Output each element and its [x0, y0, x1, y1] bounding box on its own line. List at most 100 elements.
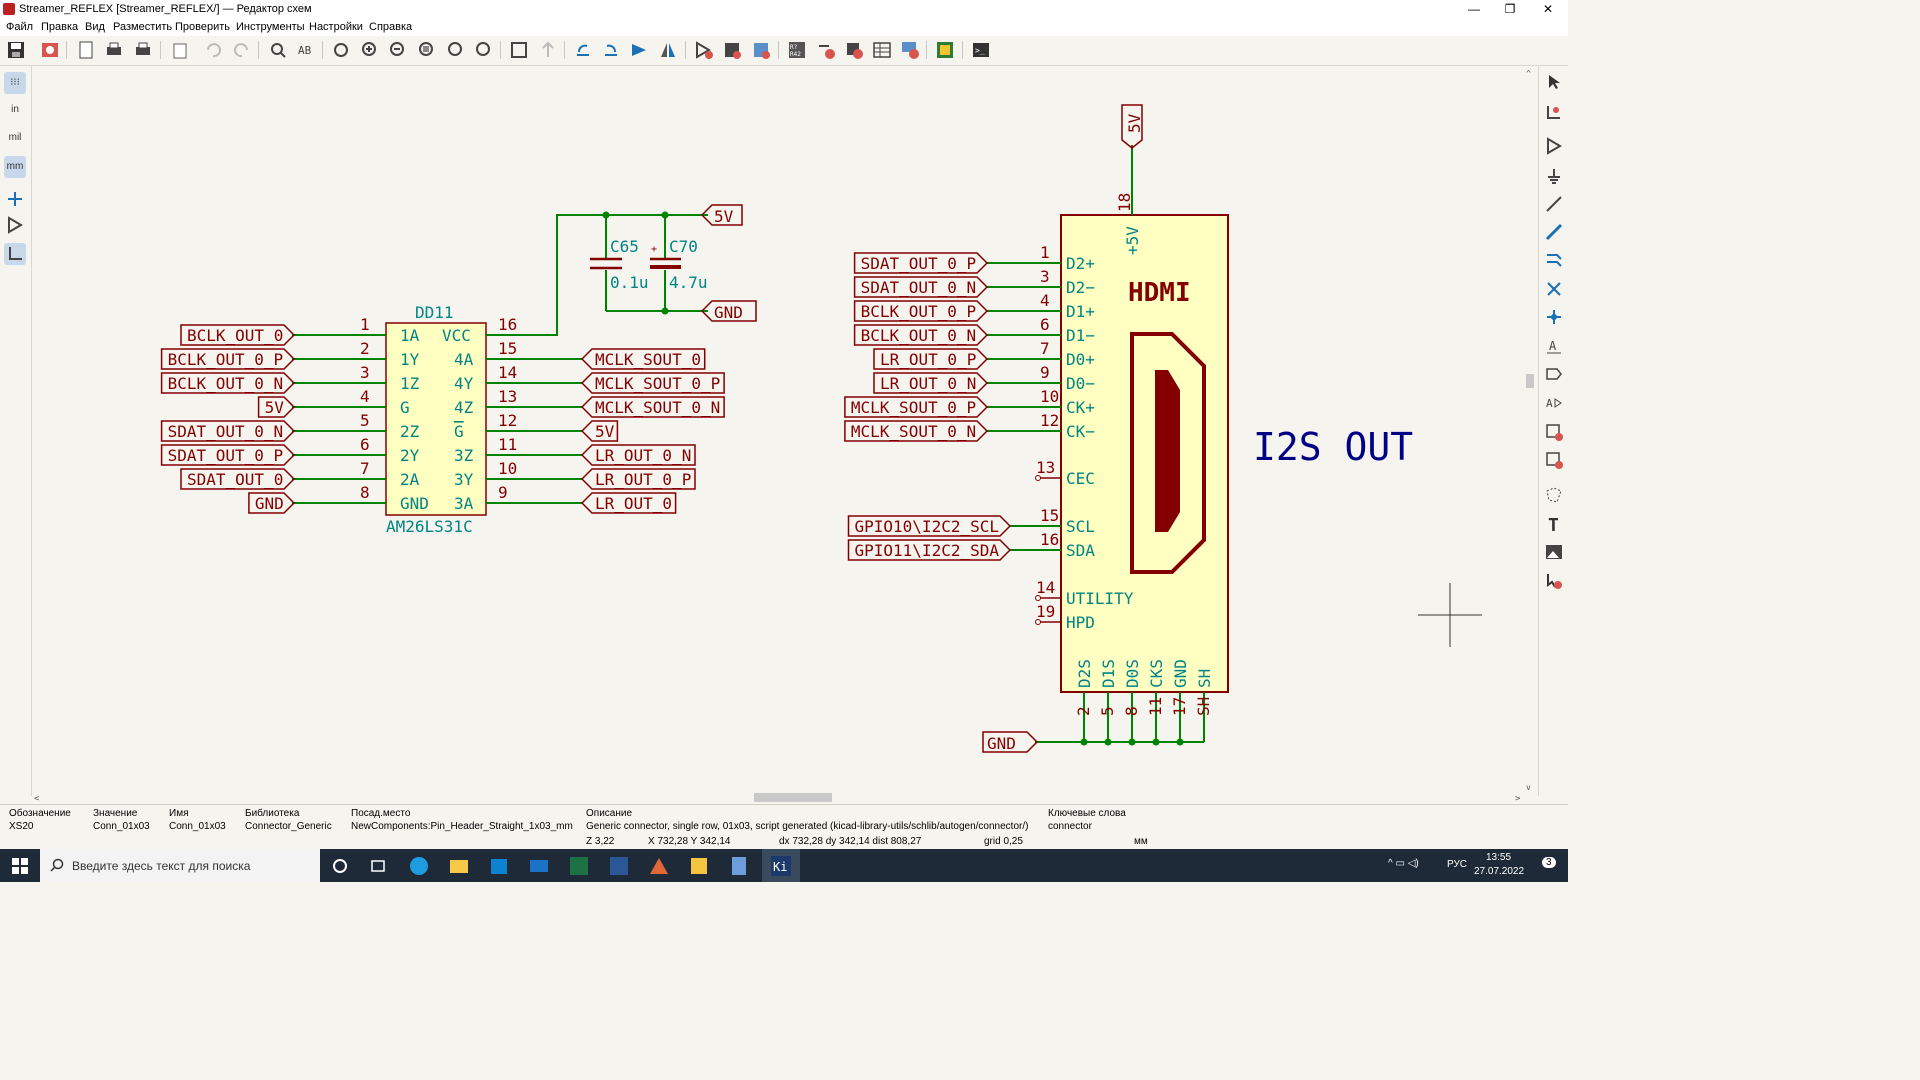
add-power-icon[interactable]	[1544, 166, 1564, 186]
file-explorer-icon[interactable]	[447, 854, 471, 878]
hdmi-connector[interactable]: HDMI 5V 18 +5V GND D2+1SDAT_OUT_0_PD2−3S…	[844, 104, 1229, 753]
add-sheet-icon[interactable]	[1544, 422, 1564, 442]
global-label-sdat-out-0-p[interactable]: SDAT_OUT_0_P	[853, 252, 989, 274]
add-global-label-icon[interactable]	[1544, 364, 1564, 384]
global-label-sdat-out-0-n[interactable]: SDAT_OUT_0_N	[853, 276, 989, 298]
menu-tools[interactable]: Инструменты	[236, 21, 305, 33]
add-junction-icon[interactable]	[1544, 307, 1564, 327]
wire-45-icon[interactable]	[4, 243, 26, 265]
cursor-style-icon[interactable]	[4, 188, 26, 210]
global-label-mclk-sout-0[interactable]: MCLK_SOUT_0	[580, 348, 706, 370]
global-label-sdat-out-0-p[interactable]: SDAT_OUT_0_P	[160, 444, 296, 466]
clock-date[interactable]: 27.07.2022	[1474, 866, 1525, 877]
scripting-console-icon[interactable]: >_	[971, 40, 991, 60]
global-label-mclk-sout-0-n[interactable]: MCLK_SOUT_0_N	[580, 396, 725, 418]
tray-arrows-icon[interactable]: ^ ▭ ◁)	[1388, 858, 1419, 869]
add-text-icon[interactable]: T	[1544, 514, 1564, 534]
ic-pin-4[interactable]: 4G	[292, 387, 410, 417]
mirror-horizontal-icon[interactable]	[658, 40, 678, 60]
schematic-sheet[interactable]: 5V GND C65 0.1u + C70 4.7u DD11 AM26LS31…	[32, 66, 1523, 791]
hierarchy-navigator-icon[interactable]	[509, 40, 529, 60]
edge-browser-icon[interactable]	[407, 854, 431, 878]
hdmi-pin-1[interactable]: D2+1	[987, 243, 1095, 273]
assign-footprints-icon[interactable]	[844, 40, 864, 60]
windows-start-icon[interactable]	[12, 858, 28, 874]
excel-icon[interactable]	[567, 854, 591, 878]
annotate-refs-icon[interactable]: R?R42	[787, 40, 807, 60]
global-label-sdat-out-0[interactable]: SDAT_OUT_0	[180, 468, 296, 490]
ic-pin-6[interactable]: 62Y	[292, 435, 420, 465]
power-label-gnd[interactable]: GND	[700, 300, 757, 322]
ic-pin-5[interactable]: 52Z	[292, 411, 420, 441]
mail-icon[interactable]	[527, 854, 551, 878]
hdmi-pin-9[interactable]: D0−9	[987, 363, 1095, 393]
no-connect-icon[interactable]	[1544, 279, 1564, 299]
minimize-button[interactable]: —	[1468, 2, 1480, 16]
power-label-5v[interactable]: 5V	[700, 204, 743, 226]
vertical-scroll-thumb[interactable]	[1526, 374, 1534, 388]
ic-pin-1[interactable]: 11A	[292, 315, 420, 345]
ic-am26ls31c[interactable]: DD11 AM26LS31C 11ABCLK_OUT_021YBCLK_OUT_…	[160, 303, 725, 536]
select-arrow-icon[interactable]	[1544, 72, 1564, 92]
rotate-cw-icon[interactable]	[601, 40, 621, 60]
capacitor-c65[interactable]: C65 0.1u	[590, 237, 649, 292]
global-label-sdat-out-0-n[interactable]: SDAT_OUT_0_N	[160, 420, 296, 442]
horizontal-scrollbar[interactable]: < >	[32, 791, 1524, 804]
store-icon[interactable]	[487, 854, 511, 878]
hdmi-pin-7[interactable]: D0+7	[987, 339, 1095, 369]
ic-pin-7[interactable]: 72A	[292, 459, 420, 489]
taskbar-search-box[interactable]: Введите здесь текст для поиска	[40, 849, 320, 882]
hdmi-gnd-label[interactable]: GND	[982, 731, 1039, 753]
add-symbol-icon[interactable]	[1544, 136, 1564, 156]
ic-pin-9[interactable]: 93A	[454, 483, 582, 513]
erc-icon[interactable]	[816, 40, 836, 60]
redo-icon[interactable]	[232, 40, 252, 60]
vertical-scrollbar[interactable]: ^ v	[1523, 66, 1537, 794]
ic-pin-12[interactable]: 12G	[454, 411, 582, 441]
page-settings-icon[interactable]	[76, 40, 96, 60]
schematic-setup-icon[interactable]	[40, 40, 60, 60]
language-indicator[interactable]: РУС	[1447, 859, 1468, 870]
schematic-canvas[interactable]: 5V GND C65 0.1u + C70 4.7u DD11 AM26LS31…	[32, 66, 1538, 804]
notification-badge[interactable]: 3	[1542, 857, 1556, 868]
zoom-out-icon[interactable]	[388, 40, 408, 60]
global-label-lr-out-0-n[interactable]: LR_OUT_0_N	[873, 372, 989, 394]
ic-pin-3[interactable]: 31Z	[292, 363, 420, 393]
print-icon[interactable]	[104, 40, 124, 60]
menu-preferences[interactable]: Настройки	[309, 21, 363, 33]
global-label-5v[interactable]: 5V	[257, 396, 296, 418]
menu-place[interactable]: Разместить	[113, 21, 173, 33]
zoom-in-icon[interactable]	[360, 40, 380, 60]
global-label-bclk-out-0-n[interactable]: BCLK_OUT_0_N	[853, 324, 989, 346]
zoom-objects-icon[interactable]	[446, 40, 466, 60]
kicad-taskbar-button-active[interactable]: Ki	[762, 849, 800, 882]
highlight-net-icon[interactable]	[1544, 102, 1564, 122]
global-label-bclk-out-0-p[interactable]: BCLK_OUT_0_P	[160, 348, 296, 370]
hdmi-pin-3[interactable]: D2−3	[987, 267, 1095, 297]
zoom-selection-icon[interactable]	[474, 40, 494, 60]
add-label-icon[interactable]: A	[1544, 336, 1564, 356]
add-graphic-lines-icon[interactable]	[1544, 485, 1564, 505]
save-icon[interactable]	[6, 40, 26, 60]
menu-file[interactable]: Файл	[6, 21, 34, 33]
zoom-fit-icon[interactable]	[417, 40, 437, 60]
symbol-editor-icon[interactable]	[694, 40, 714, 60]
clock-time[interactable]: 13:55	[1486, 852, 1512, 863]
refresh-icon[interactable]	[331, 40, 351, 60]
capacitor-c70[interactable]: + C70 4.7u	[650, 237, 708, 292]
add-wire-icon[interactable]	[1544, 194, 1564, 214]
add-hierarchical-label-icon[interactable]: A	[1544, 393, 1564, 413]
